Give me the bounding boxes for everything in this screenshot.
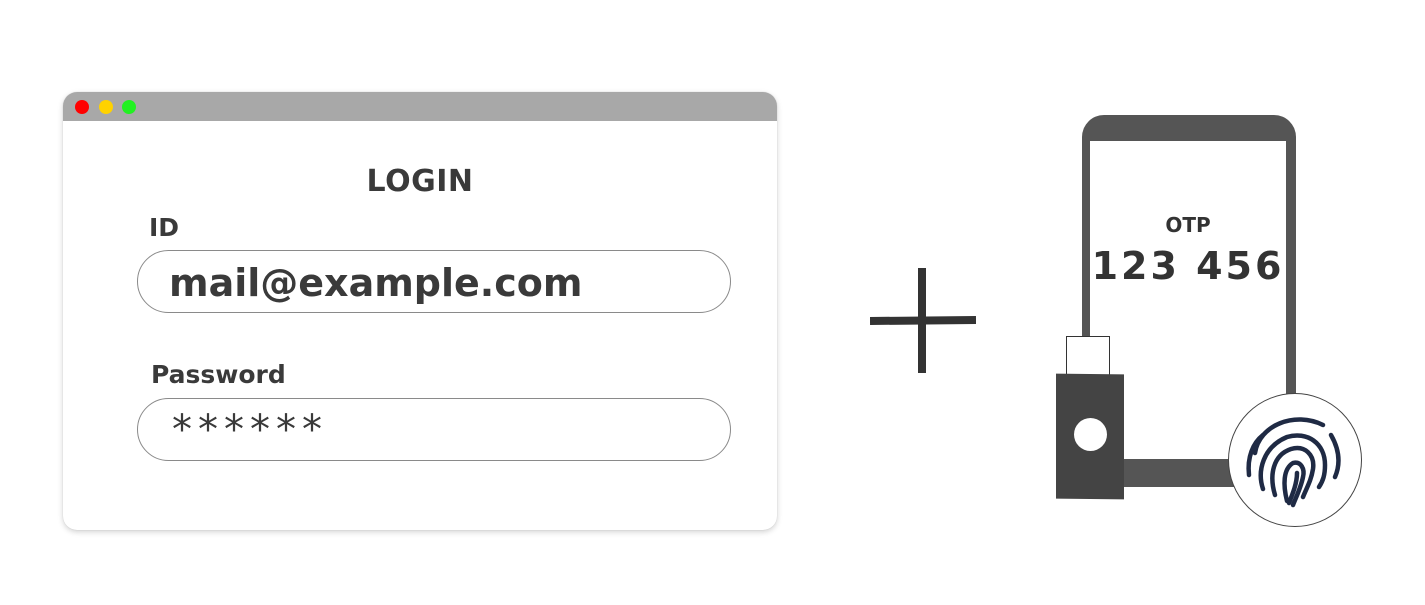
phone-screen: OTP 123 456 <box>1090 141 1286 459</box>
password-field[interactable]: ****** <box>137 398 731 461</box>
otp-label: OTP <box>1165 213 1211 237</box>
login-window: LOGIN ID mail@example.com Password *****… <box>63 92 777 530</box>
fingerprint-badge <box>1228 393 1362 527</box>
id-value: mail@example.com <box>169 261 583 305</box>
id-field[interactable]: mail@example.com <box>137 250 731 313</box>
password-value: ****** <box>172 407 328 453</box>
otp-code: 123 456 <box>1091 244 1285 288</box>
plus-icon <box>870 268 976 373</box>
fingerprint-icon <box>1246 417 1341 508</box>
close-dot-icon[interactable] <box>75 100 89 114</box>
usb-key-connector <box>1066 336 1110 376</box>
usb-key-ring-hole <box>1074 418 1107 451</box>
login-title: LOGIN <box>366 164 474 199</box>
maximize-dot-icon[interactable] <box>122 100 136 114</box>
window-titlebar <box>63 92 777 121</box>
password-label: Password <box>151 360 286 389</box>
id-label: ID <box>149 213 180 242</box>
minimize-dot-icon[interactable] <box>99 100 113 114</box>
phone: OTP 123 456 <box>1082 115 1296 487</box>
